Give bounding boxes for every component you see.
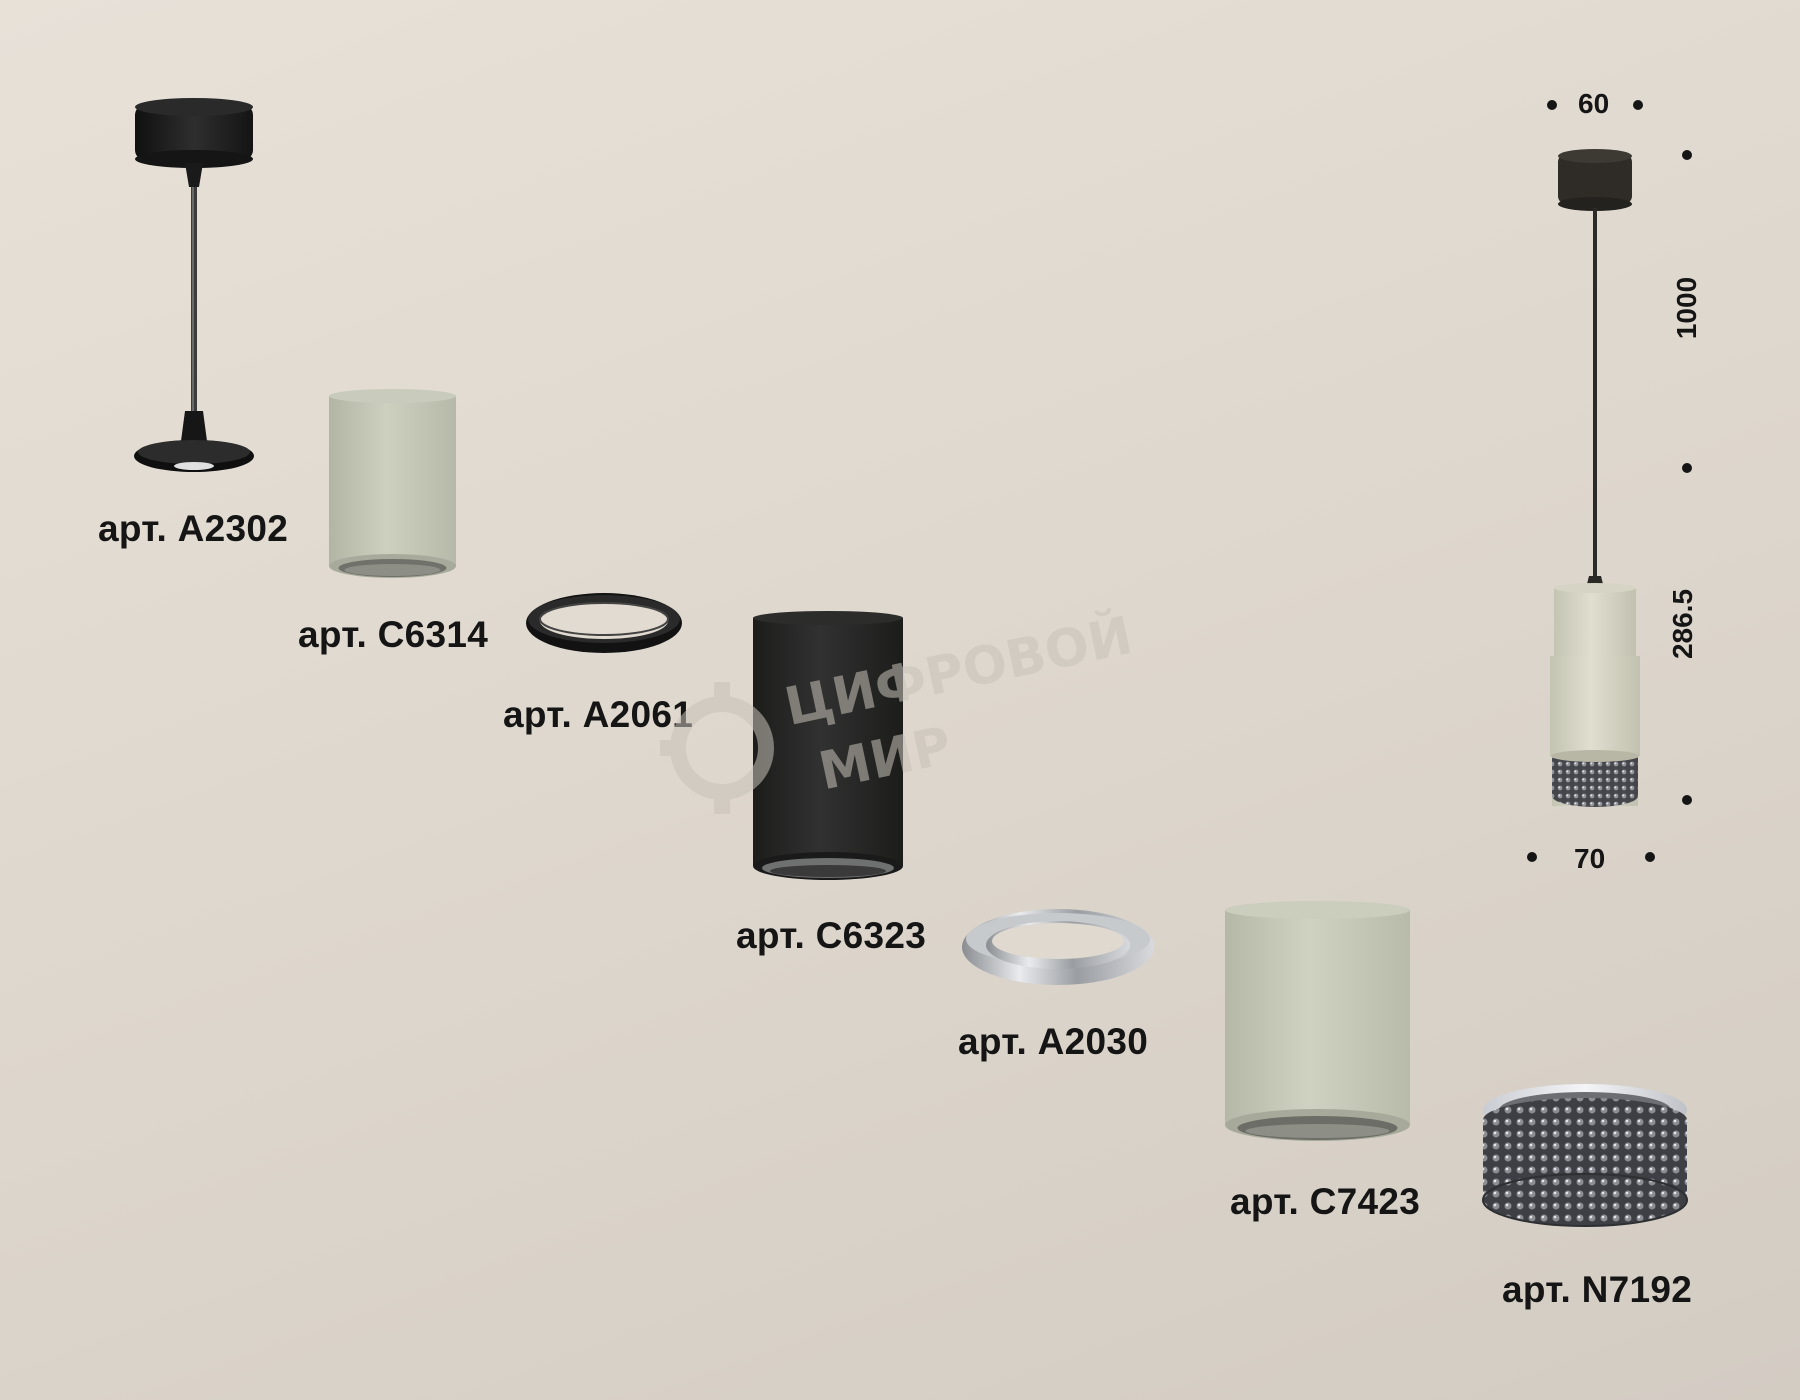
dimension-dot [1682,795,1692,805]
ring-black-icon [526,593,682,653]
part-label-c6323: арт. C6323 [736,915,927,956]
dimension-cable-length: 1000 [1671,276,1703,340]
part-label-a2061: арт. A2061 [503,694,694,735]
part-label-c7423: арт. C7423 [1230,1181,1421,1222]
crystal-diffuser-icon [1482,1084,1688,1227]
part-label-c6314: арт. C6314 [298,614,489,655]
dimension-bottom-width: 70 [1574,843,1606,874]
ceiling-mount-kit-icon [134,98,254,472]
part-label-a2302: арт. A2302 [98,508,289,549]
dimension-dot [1633,100,1643,110]
dimension-dot [1547,100,1557,110]
dimension-body-height: 286.5 [1667,588,1699,660]
dimension-dot [1682,150,1692,160]
cylinder-shade-icon [1225,901,1410,1141]
part-label-a2030: арт. A2030 [958,1021,1149,1062]
assembled-lamp-lower-icon [1550,656,1640,807]
dimension-dot [1682,463,1692,473]
dimension-dot [1645,852,1655,862]
dimension-top-width: 60 [1578,88,1610,119]
dimension-dot [1527,852,1537,862]
part-label-n7192: арт. N7192 [1502,1269,1693,1310]
cylinder-shade-icon [753,611,903,880]
watermark-logo: ЦИФРОВОЙ МИР [660,605,1138,814]
cylinder-shade-icon [329,389,456,578]
ring-chrome-icon [962,909,1154,985]
